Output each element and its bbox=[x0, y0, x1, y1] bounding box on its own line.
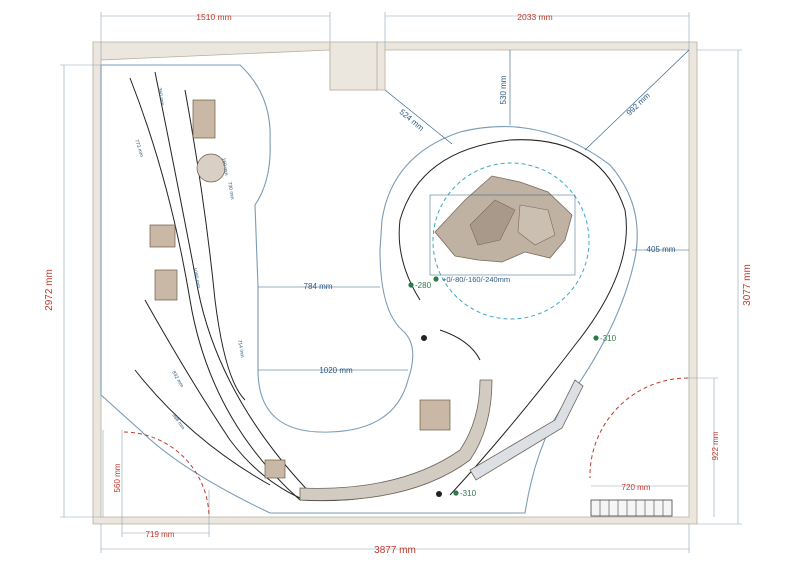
chimney bbox=[329, 41, 378, 91]
helix-circle bbox=[432, 162, 590, 320]
dim-door-left-height: 560 mm bbox=[113, 463, 122, 492]
dim-right-height: 3077 mm bbox=[742, 264, 753, 306]
mountain-helix bbox=[429, 162, 590, 320]
elev-mountain: +0/-80/-160/-240mm bbox=[442, 275, 510, 284]
room-walls bbox=[92, 41, 698, 525]
buildings bbox=[149, 99, 451, 479]
dim-530: 530 mm bbox=[499, 75, 508, 104]
elev-dot bbox=[593, 335, 599, 341]
dim-door-right-width: 720 mm bbox=[622, 483, 651, 492]
dim-992: 992 mm bbox=[625, 91, 652, 118]
label-730: 730 mm bbox=[226, 181, 235, 200]
elev-dot bbox=[433, 276, 439, 282]
elev-right-curve: -310 bbox=[600, 334, 617, 343]
dim-left-height: 2972 mm bbox=[44, 269, 55, 311]
dim-bottom-width: 3877 mm bbox=[374, 545, 416, 556]
dim-1020: 1020 mm bbox=[319, 366, 353, 375]
dimension-lines bbox=[60, 12, 742, 553]
elev-left-curve: -280 bbox=[415, 281, 432, 290]
radiator bbox=[590, 499, 673, 517]
dim-door-left-width: 719 mm bbox=[146, 530, 175, 539]
label-832: 832 mm bbox=[170, 370, 184, 389]
dim-door-right-height: 922 mm bbox=[711, 431, 720, 460]
elev-dot bbox=[408, 282, 414, 288]
platform-curve bbox=[299, 379, 493, 501]
marker-dot bbox=[421, 335, 427, 341]
dim-784: 784 mm bbox=[304, 282, 333, 291]
dim-top-right: 2033 mm bbox=[517, 12, 552, 22]
label-773: 773 mm bbox=[133, 139, 144, 158]
label-360: 360 mm bbox=[156, 87, 165, 106]
elev-bottom: -310 bbox=[460, 489, 477, 498]
door-left bbox=[123, 431, 210, 518]
marker-dot bbox=[436, 491, 442, 497]
baseboard-outline bbox=[100, 64, 638, 514]
elev-dot bbox=[453, 490, 459, 496]
dim-405: 405 mm bbox=[647, 245, 676, 254]
track-plan bbox=[129, 71, 627, 502]
dim-top-left: 1510 mm bbox=[196, 12, 231, 22]
door-right bbox=[589, 377, 689, 479]
platform-right bbox=[469, 379, 584, 481]
wall-band bbox=[92, 41, 698, 525]
label-1080: 1080 mm bbox=[191, 267, 201, 289]
label-160: 160 mm bbox=[220, 157, 229, 176]
label-714: 714 mm bbox=[236, 339, 245, 358]
